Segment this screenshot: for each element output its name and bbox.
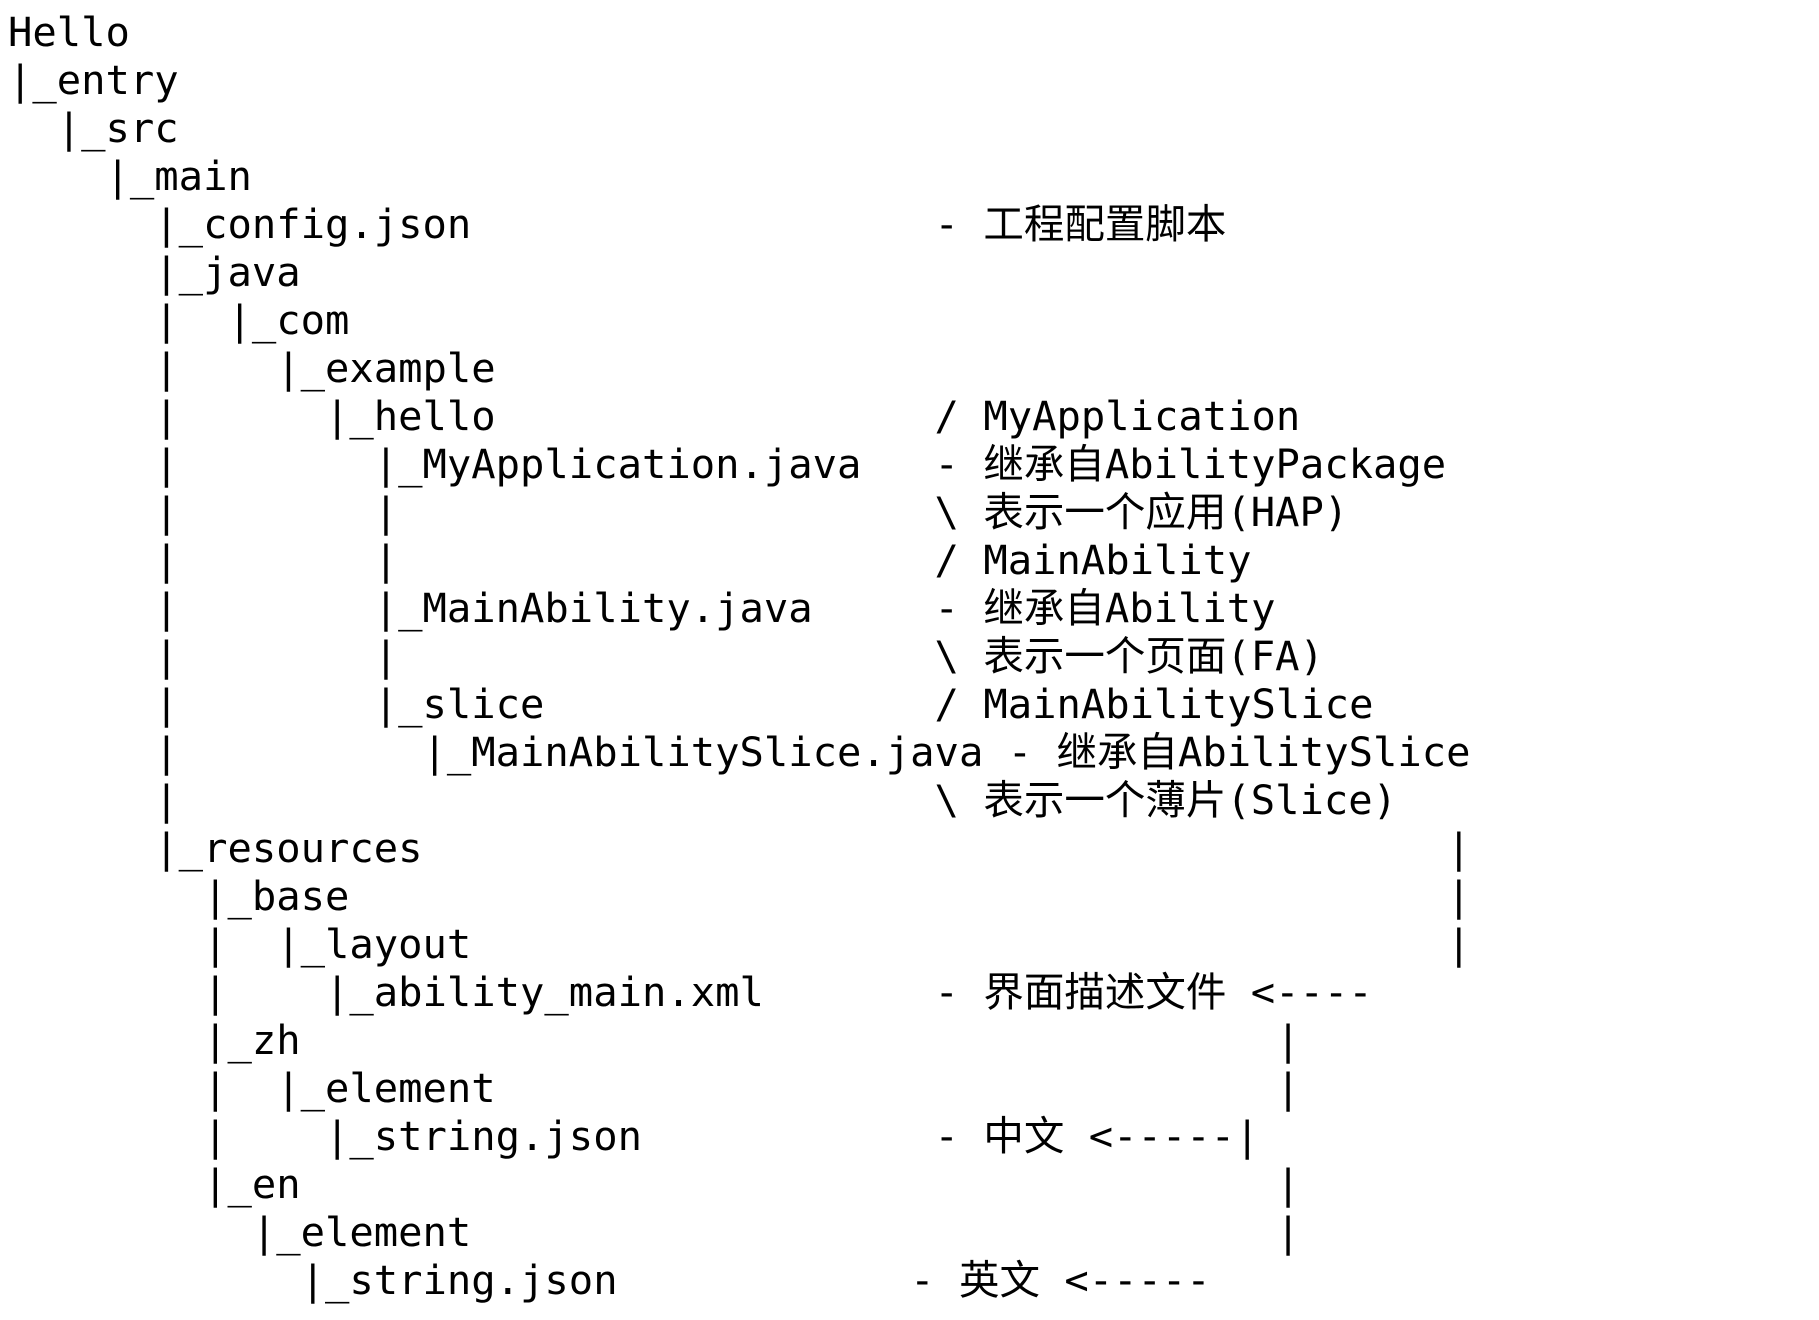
tree-line: | | / MainAbility (8, 536, 1252, 584)
tree-line: |_base | (8, 872, 1471, 920)
tree-line: | |_MainAbilitySlice.java - 继承自AbilitySl… (8, 728, 1471, 776)
tree-line: | \ 表示一个薄片(Slice) (8, 776, 1398, 824)
tree-line: | |_ability_main.xml - 界面描述文件 <---- (8, 968, 1373, 1016)
tree-line: | | \ 表示一个应用(HAP) (8, 488, 1349, 536)
tree-line: |_src (8, 104, 179, 152)
tree-line: |_java (8, 248, 301, 296)
tree-line: | | \ 表示一个页面(FA) (8, 632, 1324, 680)
tree-line: |_config.json - 工程配置脚本 (8, 200, 1227, 248)
tree-line: | |_slice / MainAbilitySlice (8, 680, 1374, 728)
tree-line: | |_string.json - 中文 <-----| (8, 1112, 1260, 1160)
tree-line: | |_layout | (8, 920, 1471, 968)
tree-line: | |_MyApplication.java - 继承自AbilityPacka… (8, 440, 1447, 488)
tree-line: |_resources | (8, 824, 1471, 872)
tree-line: |_element | (8, 1208, 1301, 1256)
tree-line: Hello (8, 8, 130, 56)
tree-line: |_en | (8, 1160, 1301, 1208)
tree-line: | |_com (8, 296, 350, 344)
tree-line: | |_MainAbility.java - 继承自Ability (8, 584, 1276, 632)
tree-line: |_entry (8, 56, 179, 104)
tree-line: |_zh | (8, 1016, 1301, 1064)
tree-line: |_main (8, 152, 252, 200)
tree-line: | |_element | (8, 1064, 1301, 1112)
tree-line: | |_example (8, 344, 496, 392)
tree-line: | |_hello / MyApplication (8, 392, 1301, 440)
tree-line: |_string.json - 英文 <----- (8, 1256, 1211, 1304)
